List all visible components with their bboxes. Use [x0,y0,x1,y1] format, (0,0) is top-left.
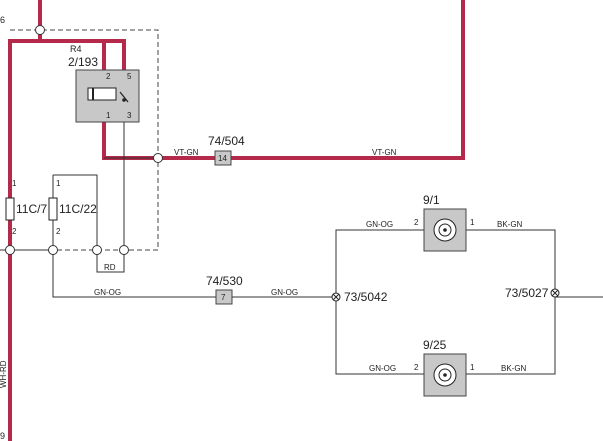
connector-74-530-pin: 7 [221,293,226,302]
fuse-11c22-pin-top: 1 [56,179,61,188]
wire-label-rd: RD [104,263,116,272]
wire-label-vt-gn-right: VT-GN [372,148,397,157]
wire-label-gn-og-left: GN-OG [94,288,121,297]
speaker-9-25: 9/25 2 1 [414,338,475,397]
node-bottom-4 [119,245,129,255]
splice-73-5042: 73/5042 [331,290,388,304]
relay-ref: R4 [70,44,82,54]
speaker-9-25-pin-right: 1 [470,363,475,372]
wire-label-gn-og-mid: GN-OG [271,288,298,297]
thin-wires [0,112,603,375]
splice-73-5027: 73/5027 [505,286,560,300]
wire-label-vt-gn-left: VT-GN [174,148,199,157]
speaker-9-25-pin-left: 2 [414,363,419,372]
module-boundary [10,29,159,251]
fuse-11c22-body [48,197,58,221]
connector-74-530-body [215,289,233,305]
edge-mark-top-left: 6 [0,15,5,25]
relay-connector: 2/193 [68,55,98,69]
relay-pin-1: 1 [106,111,111,120]
speaker-9-1: 9/1 2 1 [414,193,475,252]
wire-labels: VT-GN VT-GN GN-OG GN-OG GN-OG GN-OG BK-G… [0,148,527,388]
wire-label-bk-gn-bottom: BK-GN [501,364,527,373]
wire-fuse2-loop [53,174,98,250]
speaker-9-25-ref: 9/25 [423,338,447,352]
connector-74-504: 14 74/504 [208,134,245,166]
node-bottom-3 [92,245,102,255]
edge-mark-bottom-left: 9 [0,431,5,441]
speaker-icon-inner [438,223,452,237]
node-bottom-1 [5,245,15,255]
speaker-icon-inner [438,368,452,382]
connector-74-530: 7 74/530 [206,274,243,305]
relay-coil [87,87,117,101]
connector-74-504-ref: 74/504 [208,134,245,148]
red-wire-relay-output [102,0,465,160]
node-top [35,25,45,35]
connector-74-530-ref: 74/530 [206,274,243,288]
splice-73-5027-cross [551,289,559,297]
fuse-11c22-pin-bottom: 2 [56,227,61,236]
splice-73-5027-ref: 73/5027 [505,286,549,300]
splice-73-5042-cross [332,293,340,301]
fuse-11c7-pin-top: 1 [12,179,17,188]
wire-fuse2 [52,175,336,298]
speaker-9-1-ref: 9/1 [423,193,440,207]
speaker-icon-dot [443,228,447,232]
speaker-icon-dot [443,373,447,377]
relay-r4: R4 2/193 2 5 1 3 [68,44,140,123]
fuse-11c7-body [5,197,15,221]
red-power-wires [8,0,465,441]
connector-74-504-body [214,150,232,166]
wire-label-wh-rd: WH-RD [0,360,8,388]
fuse-11c7-pin-bottom: 2 [12,227,17,236]
wire-rd-loop [96,250,125,273]
fuse-11c7-ref: 11C/7 [16,202,47,216]
wire-label-bk-gn-top: BK-GN [497,220,523,229]
fuse-11c22: 1 2 11C/22 [48,179,97,236]
speaker-9-1-pin-left: 2 [414,218,419,227]
relay-pin-5: 5 [127,72,132,81]
relay-switch-arm [119,91,129,103]
fuse-11c7: 1 2 11C/7 [5,179,47,236]
wire-label-gn-og-bottom: GN-OG [369,364,396,373]
connector-74-504-pin: 14 [218,154,227,163]
wire-splice1-loop [335,229,424,375]
splice-73-5042-ref: 73/5042 [344,290,388,304]
relay-pin-3: 3 [127,111,132,120]
wire-splice2-loop [466,229,603,375]
node-vt-gn [153,153,163,163]
speaker-9-1-pin-right: 1 [470,218,475,227]
relay-contact [122,98,126,102]
wire-label-gn-og-top: GN-OG [366,220,393,229]
node-bottom-2 [48,245,58,255]
relay-pin-2: 2 [106,72,111,81]
junction-nodes [5,25,163,255]
red-wire-main [8,0,42,441]
fuse-11c22-ref: 11C/22 [59,202,97,216]
